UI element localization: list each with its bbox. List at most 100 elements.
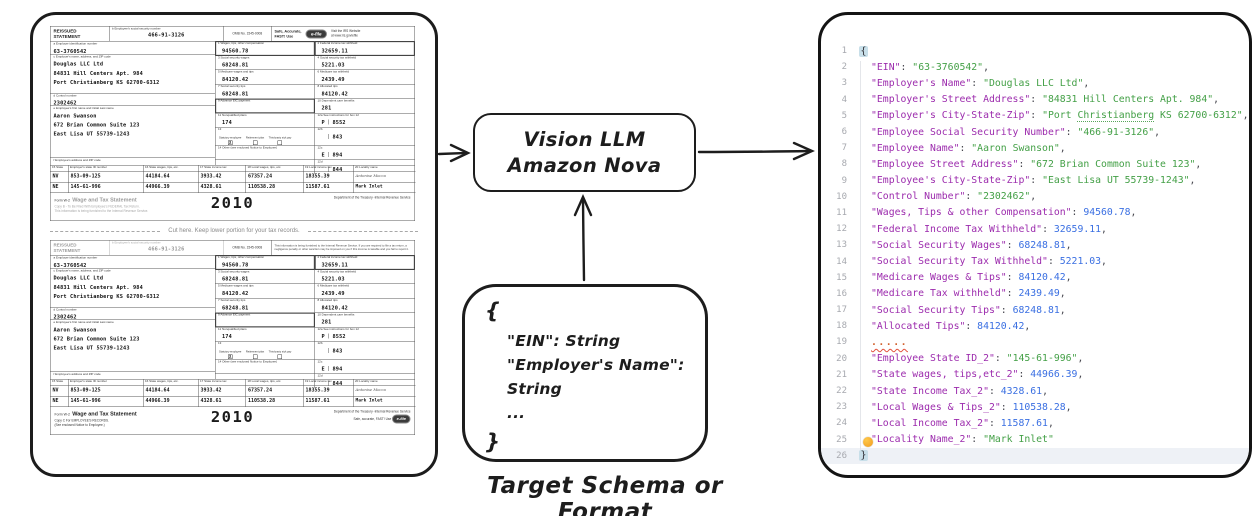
w2-field-value: Port Christianberg KS 62700-6312 bbox=[53, 79, 160, 86]
json-string-value: "Mark Inlet" bbox=[983, 434, 1054, 446]
w2-field-value: 84120.42 bbox=[321, 304, 348, 311]
w2-state-header: 18 Local wages, tips, etc. bbox=[246, 165, 304, 172]
w2-field-label: a Employer identification number bbox=[53, 42, 98, 46]
code-token: , bbox=[1130, 207, 1137, 219]
w2-state-header: 19 Local income tax bbox=[303, 165, 354, 172]
w2-box-row: 14 Other (see enclosed Notice to Employe… bbox=[215, 145, 415, 161]
w2-state-cell: Mark Inlet bbox=[353, 183, 416, 193]
w2-field-label: 12b bbox=[317, 128, 323, 132]
code-token: , bbox=[1189, 175, 1196, 187]
line-number: 11 bbox=[836, 207, 847, 218]
w2-state-cell: 853-09-125 bbox=[68, 172, 144, 183]
json-string-value: "63-3760542" bbox=[912, 61, 984, 73]
json-editor[interactable]: 1{2"EIN": "63-3760542",3"Employer's Name… bbox=[821, 15, 1249, 475]
w2-state-cell: 11587.61 bbox=[303, 182, 354, 193]
editor-line-26: 26} bbox=[821, 447, 1249, 464]
schema-close-brace: } bbox=[485, 430, 500, 455]
w2-state-cell: 145-61-996 bbox=[68, 396, 144, 407]
w2-state-header: 17 State income tax bbox=[198, 165, 246, 172]
w2-checkbox-group: Third-party sick pay bbox=[269, 137, 291, 145]
editor-line-14: 14"Social Security Tax Withheld": 5221.0… bbox=[821, 253, 1249, 269]
llm-box-line1: Vision LLM bbox=[523, 128, 646, 151]
form-number: Form W-2 bbox=[54, 199, 70, 203]
code-text: "Social Security Wages": 68248.81, bbox=[859, 240, 1072, 251]
w2-field-value bbox=[218, 319, 222, 325]
w2-box: 14 Other (see enclosed Notice to Employe… bbox=[216, 145, 315, 160]
omb-number: OMB No. 1545-0008 bbox=[224, 240, 272, 255]
json-string-value: "Aaron Swanson" bbox=[971, 142, 1060, 154]
w2-left-field-e: e Employee's first name and initial Last… bbox=[50, 320, 215, 373]
code-text: ..... bbox=[859, 337, 908, 348]
code-token: , bbox=[1065, 401, 1072, 413]
json-string-value: "84831 Hill Centers Apt. 984" bbox=[1042, 94, 1214, 106]
w2-field-value: 672 Brian Common Suite 123 bbox=[53, 122, 140, 129]
json-number-value: 11587.61 bbox=[1000, 417, 1048, 429]
code-token: , bbox=[1242, 110, 1249, 122]
code-text: "Allocated Tips": 84120.42, bbox=[859, 321, 1030, 332]
w2-box bbox=[216, 374, 315, 388]
treasury-dept: Department of the Treasury -Internal Rev… bbox=[333, 410, 411, 414]
editor-line-13: 13 "Social Security Wages": 68248.81, bbox=[821, 237, 1249, 253]
editor-line-19: 19..... bbox=[821, 334, 1249, 350]
editor-line-5: 5"Employer's City-State-Zip": "Port Chri… bbox=[821, 108, 1249, 124]
w2-field-value: Aaron Swanson bbox=[53, 326, 97, 333]
w2-state-cell: NV bbox=[50, 386, 69, 397]
w2-field-value: 174 bbox=[222, 333, 232, 340]
w2-checkbox bbox=[277, 140, 283, 145]
line-number: 5 bbox=[841, 110, 847, 121]
w2-field-label: a Employer identification number bbox=[53, 256, 98, 260]
lightbulb-icon[interactable] bbox=[863, 437, 873, 448]
w2-state-header: 19 Local income tax bbox=[303, 379, 354, 386]
w2-field-label: 5 Medicare wages and tips bbox=[218, 70, 254, 74]
line-number: 12 bbox=[836, 224, 847, 235]
w2-field-value: 84831 Hill Centers Apt. 984 bbox=[53, 284, 143, 291]
w2-state-header: 16 State wages, tips, etc. bbox=[143, 165, 199, 172]
json-number-value: 84120.42 bbox=[977, 320, 1025, 332]
w2-header-right: Safe, Accurate,FAST! Use e-file Visit th… bbox=[272, 27, 415, 42]
w2-field-label: 10 Dependent care benefits bbox=[317, 99, 355, 103]
code-text: "Federal Income Tax Withheld": 32659.11, bbox=[859, 224, 1107, 235]
json-key: "Employee's City-State-Zip" bbox=[871, 175, 1031, 187]
json-key: "Local Wages & Tips_2" bbox=[871, 401, 1001, 413]
code-token: : bbox=[988, 385, 1001, 397]
w2-left-field-e: e Employee's first name and initial Last… bbox=[50, 106, 215, 159]
arrow-w2-to-llm bbox=[437, 151, 469, 156]
code-token: : bbox=[1006, 239, 1019, 251]
code-token: : bbox=[1018, 369, 1031, 381]
json-number-value: 5221.03 bbox=[1059, 256, 1102, 268]
w2-field-value: Port Christianberg KS 62700-6312 bbox=[53, 293, 160, 300]
w2-field-label: e Employee's first name and initial Last… bbox=[53, 107, 114, 111]
code-token: , bbox=[1059, 142, 1066, 154]
w2-state-header: Employer's state ID number bbox=[68, 379, 144, 386]
line-number: 7 bbox=[841, 143, 847, 154]
w2-field-value: 174 bbox=[222, 119, 232, 126]
line-number: 1 bbox=[841, 46, 847, 57]
json-key: "Employee State ID_2" bbox=[871, 353, 995, 365]
w2-field-value: 844 bbox=[328, 380, 343, 387]
json-key: "Social Security Tips" bbox=[871, 304, 1001, 316]
w2-field-value: 672 Brian Common Suite 123 bbox=[53, 336, 140, 343]
json-string-value: "145-61-996" bbox=[1006, 353, 1078, 365]
editor-line-18: 18"Allocated Tips": 84120.42, bbox=[821, 318, 1249, 334]
json-key: "Wages, Tips & other Compensation" bbox=[871, 207, 1072, 219]
line-number: 13 bbox=[836, 240, 847, 251]
w2-state-cell: 44966.39 bbox=[143, 182, 199, 193]
misspelled-word: Christianberg bbox=[1077, 110, 1155, 123]
indent-guide bbox=[860, 61, 861, 450]
